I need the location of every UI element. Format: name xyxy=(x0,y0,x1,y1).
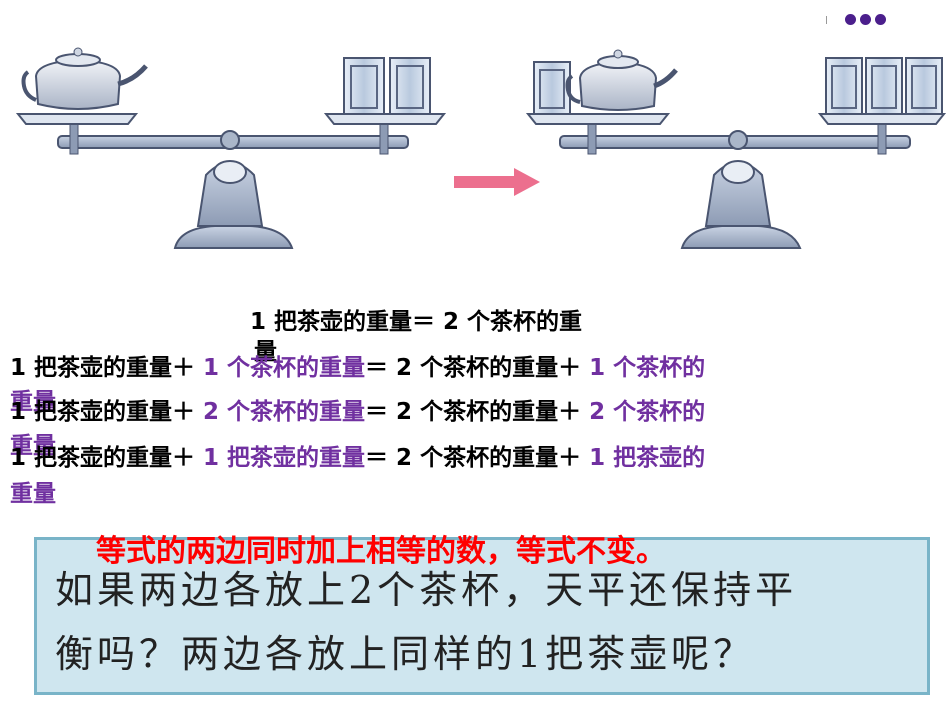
equation-line-2: 1 把茶壶的重量＋ 1 个茶杯的重量＝ 2 个茶杯的重量＋ 1 个茶杯的 xyxy=(10,354,705,382)
equation-line-1-wrap: 量 xyxy=(254,339,277,365)
scale-pan-left xyxy=(15,113,139,125)
equation-added-term-right: 2 个茶杯的 xyxy=(581,399,706,425)
teapot xyxy=(565,49,678,111)
balance-scale-after xyxy=(525,49,947,249)
cup xyxy=(343,57,385,115)
slide-decoration-dots xyxy=(826,14,886,25)
cup xyxy=(905,57,943,115)
equation-added-term-left: 2 个茶杯的重量 xyxy=(195,399,366,425)
scale-dial xyxy=(213,160,247,184)
equation-line-4: 1 把茶壶的重量＋ 1 把茶壶的重量＝ 2 个茶杯的重量＋ 1 把茶壶的 xyxy=(10,444,705,472)
equation-added-term-left: 1 把茶壶的重量 xyxy=(195,445,366,471)
scale-base xyxy=(173,225,294,249)
balance-scale-illustration xyxy=(15,47,947,249)
equation-line-1: 1 把茶壶的重量＝ 2 个茶杯的重 xyxy=(250,309,583,335)
decoration-dot xyxy=(845,14,856,25)
equation-left-term: 1 把茶壶的重量＋ xyxy=(10,355,196,381)
balance-scale-before xyxy=(15,47,447,249)
cup xyxy=(825,57,863,115)
teapot xyxy=(21,47,148,110)
equation-added-term-right: 1 把茶壶的 xyxy=(581,445,706,471)
transition-arrow-icon xyxy=(454,168,540,196)
equation-left-term: 1 把茶壶的重量＋ xyxy=(10,399,196,425)
equation-line-3-wrap: 重量 xyxy=(10,433,56,459)
cup xyxy=(533,61,571,115)
equation-left-term: 1 把茶壶的重量＋ xyxy=(10,445,196,471)
equation-added-term-right: 1 个茶杯的 xyxy=(581,355,706,381)
decoration-tick xyxy=(826,15,827,24)
equation-line-3: 1 把茶壶的重量＋ 2 个茶杯的重量＝ 2 个茶杯的重量＋ 2 个茶杯的 xyxy=(10,398,705,426)
equation-added-term-left: 1 个茶杯的重量 xyxy=(195,355,366,381)
question-text: 如果两边各放上2个茶杯，天平还保持平 衡吗？两边各放上同样的1把茶壶呢？ xyxy=(55,558,797,686)
question-line-2: 衡吗？两边各放上同样的1把茶壶呢？ xyxy=(55,632,756,676)
equation-middle-term: ＝ 2 个茶杯的重量＋ xyxy=(365,399,582,425)
equation-line-4-wrap: 重量 xyxy=(10,481,56,507)
question-box: 如果两边各放上2个茶杯，天平还保持平 衡吗？两边各放上同样的1把茶壶呢？ xyxy=(34,537,930,695)
scale-pan-right xyxy=(323,113,447,125)
decoration-dot xyxy=(860,14,871,25)
equation-middle-term: ＝ 2 个茶杯的重量＋ xyxy=(365,445,582,471)
equation-line-2-wrap: 重量 xyxy=(10,389,56,415)
cup xyxy=(865,57,903,115)
equation-middle-term: ＝ 2 个茶杯的重量＋ xyxy=(365,355,582,381)
question-line-1: 如果两边各放上2个茶杯，天平还保持平 xyxy=(55,568,798,612)
conclusion-text: 等式的两边同时加上相等的数，等式不变。 xyxy=(96,534,666,569)
decoration-dot xyxy=(875,14,886,25)
cup xyxy=(389,57,431,115)
